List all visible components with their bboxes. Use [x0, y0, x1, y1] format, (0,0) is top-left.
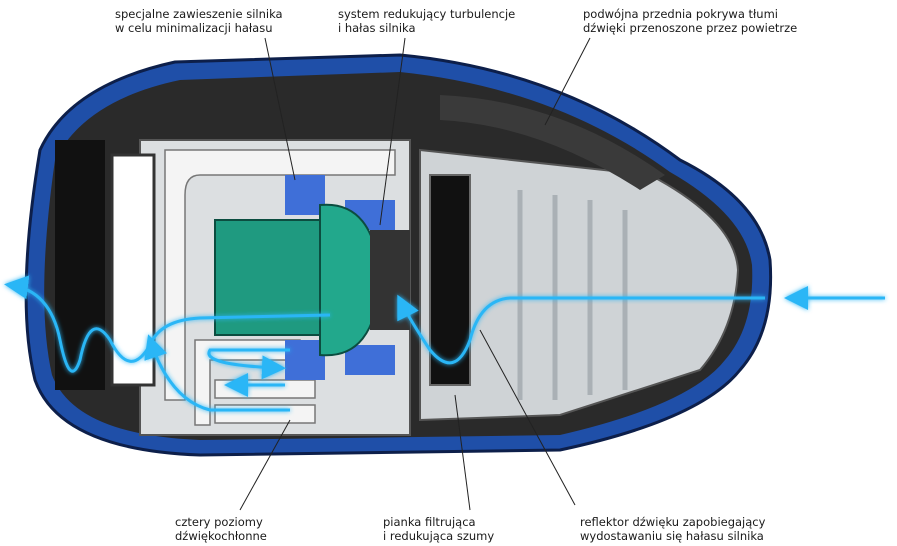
label-line: pianka filtrująca: [383, 515, 476, 529]
label-line: dźwiękochłonne: [175, 529, 267, 543]
label-motor-suspension: specjalne zawieszenie silnika w celu min…: [115, 7, 283, 35]
rear-black-filter: [55, 140, 105, 390]
label-filter-foam: pianka filtrująca i redukująca szumy: [383, 515, 494, 543]
motor-mount-bottom: [285, 340, 325, 380]
label-line: i hałas silnika: [338, 21, 416, 35]
turbulence-block-bottom: [345, 345, 395, 375]
label-line: i redukująca szumy: [383, 529, 495, 543]
label-front-cover: podwójna przednia pokrywa tłumi dźwięki …: [583, 7, 797, 35]
label-line: w celu minimalizacji hałasu: [115, 21, 273, 35]
label-line: cztery poziomy: [175, 515, 263, 529]
motor-mount-top: [285, 175, 325, 215]
label-line: dźwięki przenoszone przez powietrze: [583, 21, 798, 35]
label-turbulence-system: system redukujący turbulencje i hałas si…: [338, 7, 515, 35]
motor-impeller: [370, 230, 410, 330]
label-line: system redukujący turbulencje: [338, 7, 516, 21]
front-cover: [440, 95, 665, 190]
label-line: reflektor dźwięku zapobiegający: [580, 515, 766, 529]
leader-lines: [239, 37, 591, 511]
foam-filter: [429, 174, 471, 386]
label-line: podwójna przednia pokrywa tłumi: [583, 7, 778, 21]
label-four-levels: cztery poziomy dźwiękochłonne: [175, 515, 267, 543]
rear-chamber: [419, 148, 740, 422]
label-line: wydostawaniu się hałasu silnika: [580, 529, 764, 543]
label-line: specjalne zawieszenie silnika: [115, 7, 283, 21]
airflow-arrows: [4, 275, 885, 412]
label-sound-reflector: reflektor dźwięku zapobiegający wydostaw…: [580, 515, 765, 543]
